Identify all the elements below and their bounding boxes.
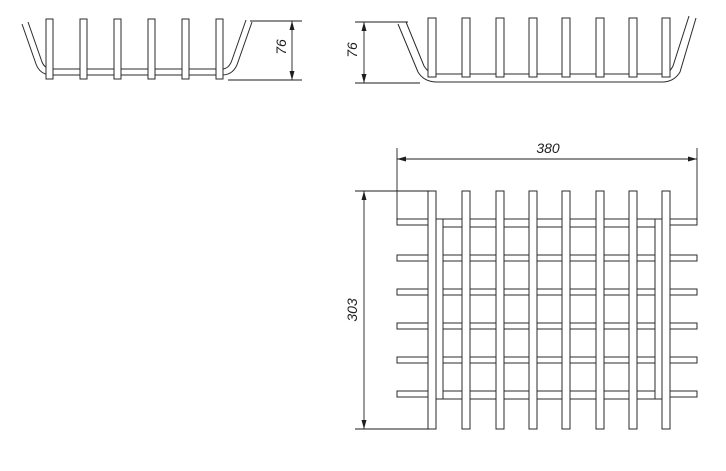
longitudinal-bars: [427, 190, 671, 430]
depth-dimension: 303: [344, 190, 430, 430]
height-dimension: 76: [344, 21, 420, 84]
front-view-large: 76: [344, 15, 697, 84]
width-dimension: 380: [396, 140, 698, 220]
width-dimension-label: 380: [536, 140, 560, 156]
height-dimension: 76: [228, 20, 302, 81]
basket-outline: [397, 15, 697, 83]
vertical-bars: [45, 18, 224, 80]
top-view: 380 303: [344, 140, 698, 430]
depth-dimension-label: 303: [344, 298, 360, 322]
vertical-bars: [427, 17, 671, 78]
front-view-small: 76: [21, 18, 302, 81]
height-dimension-label: 76: [273, 39, 289, 55]
height-dimension-label: 76: [344, 42, 360, 58]
